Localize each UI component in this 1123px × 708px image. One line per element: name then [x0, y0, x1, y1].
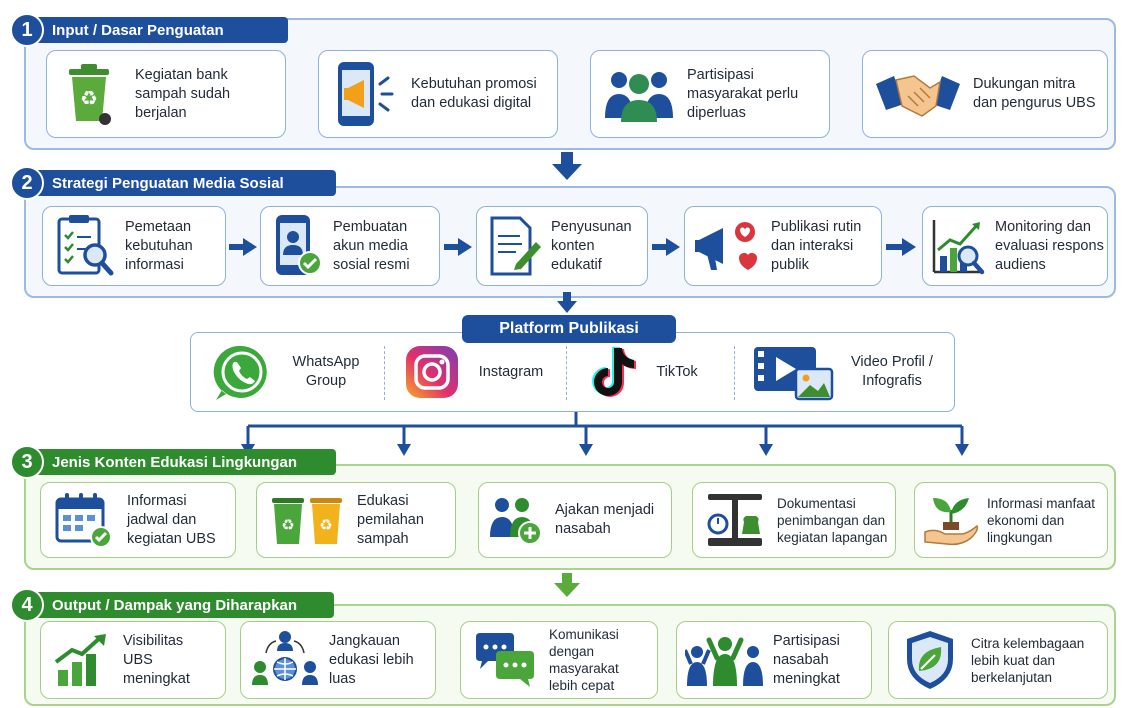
svg-text:♻: ♻ [281, 517, 294, 534]
strategy-card-publikasi: Publikasi rutin dan interaksi publik [684, 206, 882, 286]
chart-search-icon [923, 216, 995, 276]
content-card-manfaat: Informasi manfaat ekonomi dan lingkungan [914, 482, 1108, 558]
output-card-text: Citra kelembagaan lebih kuat dan berkela… [971, 635, 1085, 685]
output-card-citra: Citra kelembagaan lebih kuat dan berkela… [888, 621, 1108, 699]
output-card-jangkauan: Jangkauan edukasi lebih luas [240, 621, 436, 699]
output-card-visibilitas: Visibilitas UBS meningkat [40, 621, 226, 699]
strategy-card-text: Penyusunan konten edukatif [551, 218, 632, 273]
content-card-text: Ajakan menjadi nasabah [555, 502, 655, 537]
output-card-text: Komunikasi dengan masyarakat lebih cepat [549, 627, 619, 693]
input-card-partisipasi: Partisipasi masyarakat perlu diperluas [590, 50, 830, 138]
calendar-check-icon [41, 491, 127, 549]
output-card-komunikasi: Komunikasi dengan masyarakat lebih cepat [460, 621, 658, 699]
tiktok-icon [592, 347, 636, 397]
video-image-icon [754, 347, 834, 401]
svg-text:♻: ♻ [319, 517, 332, 534]
platform-divider [734, 346, 735, 400]
platform-label: WhatsApp Group [292, 354, 360, 389]
platform-label: Video Profil / Infografis [851, 354, 933, 389]
people-add-icon [479, 493, 555, 547]
platform-item-tiktok: TikTok [588, 332, 712, 412]
chat-bubbles-icon [461, 631, 549, 689]
section-title-1: Input / Dasar Penguatan [38, 17, 288, 43]
platform-title: Platform Publikasi [462, 315, 676, 343]
platform-item-instagram: Instagram [404, 332, 556, 412]
phone-account-icon [261, 213, 333, 279]
people-group-icon [591, 66, 687, 122]
strategy-card-pemetaan: Pemetaan kebutuhan informasi [42, 206, 226, 286]
input-card-text: Kebutuhan promosi dan edukasi digital [411, 76, 537, 111]
output-card-text: Partisipasi nasabah meningkat [773, 632, 840, 687]
megaphone-chat-icon [685, 214, 771, 278]
section-title-3: Jenis Konten Edukasi Lingkungan [38, 449, 336, 475]
input-card-bank-sampah: ♻ Kegiatan bank sampah sudah berjalan [46, 50, 286, 138]
flow-arrow-down-icon [552, 152, 582, 180]
output-card-partisipasi: Partisipasi nasabah meningkat [676, 621, 872, 699]
sorting-bins-icon: ♻ ♻ [257, 492, 357, 548]
scale-icon [693, 490, 777, 550]
strategy-card-text: Publikasi rutin dan interaksi publik [771, 218, 862, 273]
section-number-3: 3 [10, 445, 44, 479]
content-card-pemilahan: ♻ ♻ Edukasi pemilahan sampah [256, 482, 456, 558]
hand-plant-icon [915, 492, 987, 548]
strategy-card-monitoring: Monitoring dan evaluasi respons audiens [922, 206, 1108, 286]
strategy-card-text: Pembuatan akun media sosial resmi [333, 218, 410, 273]
instagram-icon [406, 346, 458, 398]
input-card-text: Kegiatan bank sampah sudah berjalan [135, 66, 231, 121]
strategy-card-text: Monitoring dan evaluasi respons audiens [995, 218, 1104, 273]
section-number-2: 2 [10, 166, 44, 200]
flow-arrow-down-icon [554, 573, 580, 597]
flow-arrow-right-icon [229, 238, 257, 256]
output-card-text: Jangkauan edukasi lebih luas [329, 632, 414, 687]
recycle-bin-icon: ♻ [47, 61, 135, 127]
strategy-card-akun: Pembuatan akun media sosial resmi [260, 206, 440, 286]
platform-label: Instagram [478, 363, 544, 380]
people-cheer-icon [677, 632, 773, 688]
strategy-card-text: Pemetaan kebutuhan informasi [125, 218, 193, 273]
platform-item-video: Video Profil / Infografis [752, 332, 948, 412]
network-people-icon [241, 629, 329, 691]
content-card-text: Informasi manfaat ekonomi dan lingkungan [987, 495, 1096, 545]
content-card-jadwal: Informasi jadwal dan kegiatan UBS [40, 482, 236, 558]
strategy-card-konten: Penyusunan konten edukatif [476, 206, 648, 286]
whatsapp-icon [213, 345, 267, 400]
input-card-text: Dukungan mitra dan pengurus UBS [973, 76, 1096, 111]
input-card-text: Partisipasi masyarakat perlu diperluas [687, 66, 799, 121]
growth-chart-icon [41, 632, 123, 688]
content-card-ajakan: Ajakan menjadi nasabah [478, 482, 672, 558]
content-card-text: Edukasi pemilahan sampah [357, 492, 424, 547]
platform-divider [384, 346, 385, 400]
flow-arrow-down-icon [557, 292, 577, 313]
flow-arrow-right-icon [652, 238, 680, 256]
shield-leaf-icon [889, 629, 971, 691]
clipboard-search-icon [43, 213, 125, 279]
input-card-mitra: Dukungan mitra dan pengurus UBS [862, 50, 1108, 138]
input-card-promosi: Kebutuhan promosi dan edukasi digital [318, 50, 558, 138]
output-card-text: Visibilitas UBS meningkat [123, 632, 190, 687]
phone-megaphone-icon [319, 58, 411, 130]
section-title-4: Output / Dampak yang Diharapkan [38, 592, 334, 618]
content-card-text: Informasi jadwal dan kegiatan UBS [127, 492, 216, 547]
section-number-4: 4 [10, 588, 44, 622]
content-card-dokumentasi: Dokumentasi penimbangan dan kegiatan lap… [692, 482, 896, 558]
platform-label: TikTok [656, 363, 698, 380]
content-card-text: Dokumentasi penimbangan dan kegiatan lap… [777, 495, 888, 545]
platform-divider [566, 346, 567, 400]
handshake-icon [863, 66, 973, 122]
platform-item-whatsapp: WhatsApp Group [212, 332, 376, 412]
section-number-1: 1 [10, 13, 44, 47]
svg-text:♻: ♻ [80, 88, 98, 110]
flow-arrow-right-icon [886, 238, 916, 256]
branch-connector [241, 412, 969, 456]
flow-arrow-right-icon [444, 238, 472, 256]
document-pen-icon [477, 214, 551, 278]
section-title-2: Strategi Penguatan Media Sosial [38, 170, 336, 196]
